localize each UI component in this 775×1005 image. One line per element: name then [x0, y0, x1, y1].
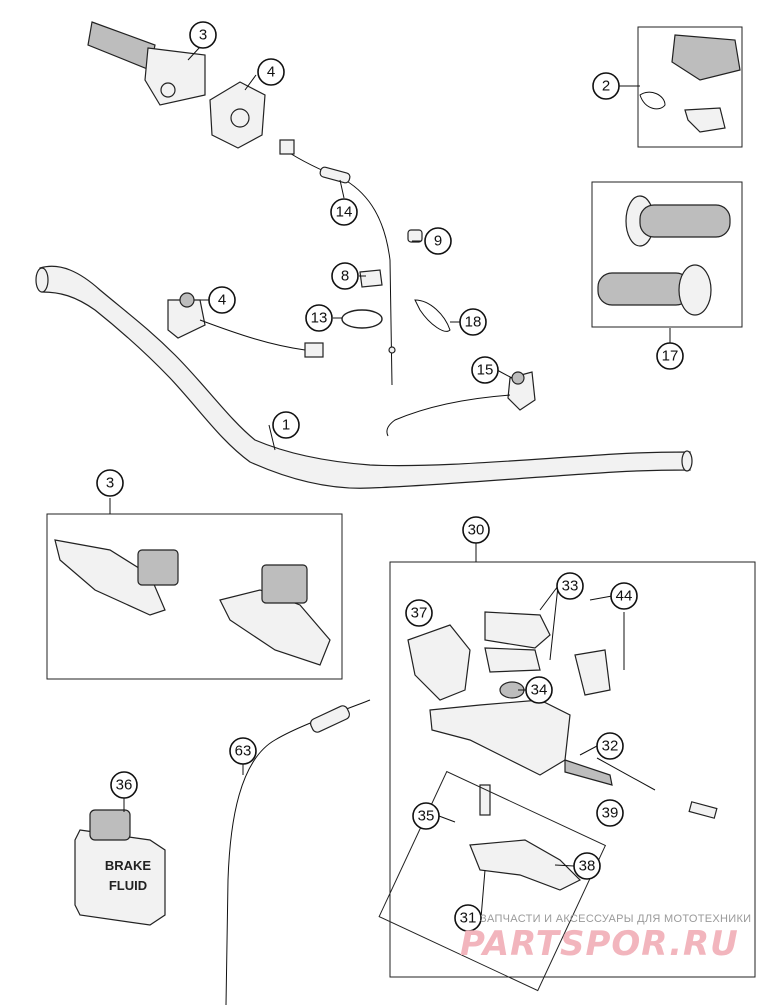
callout-35-number: 35 — [418, 808, 435, 825]
cable-clip — [359, 269, 383, 288]
grip-right — [597, 264, 712, 316]
callout-44-number: 44 — [616, 588, 633, 605]
callout-2-number: 2 — [602, 78, 610, 95]
clutch-cable — [225, 699, 371, 1005]
throttle-housing-part — [671, 34, 741, 81]
throttle-grip — [87, 21, 206, 106]
throttle-cable — [279, 139, 396, 386]
callout-3: 3 — [96, 469, 124, 497]
callout-44: 44 — [610, 582, 638, 610]
callout-18: 18 — [459, 308, 487, 336]
callout-10: 3 — [189, 21, 217, 49]
grip-left — [625, 195, 731, 247]
brake-fluid-bottle: BRAKE FLUID — [74, 809, 166, 926]
adjuster-screw — [564, 759, 613, 786]
box-grips — [591, 181, 743, 328]
callout-63: 63 — [229, 737, 257, 765]
callout-13-number: 13 — [311, 310, 328, 327]
callout-33: 33 — [556, 572, 584, 600]
callout-9-number: 9 — [434, 233, 442, 250]
callout-15: 15 — [471, 356, 499, 384]
callout-17-number: 17 — [662, 348, 679, 365]
callout-34-number: 34 — [531, 682, 548, 699]
callout-1: 1 — [272, 411, 300, 439]
cable-cap — [407, 229, 423, 243]
callout-10-number: 3 — [199, 27, 207, 44]
protection-cap — [407, 624, 471, 701]
callout-3-number: 3 — [106, 475, 114, 492]
o-ring — [341, 309, 383, 329]
watermark: ЗАПЧАСТИ И АКСЕССУАРЫ ДЛЯ МОТОТЕХНИКИ PA… — [460, 913, 751, 964]
start-button — [386, 371, 536, 437]
callout-8: 8 — [331, 262, 359, 290]
callout-4-number: 4 — [218, 292, 226, 309]
master-cylinder-body — [429, 699, 571, 776]
handguard-left — [54, 539, 166, 616]
callout-63-number: 63 — [235, 743, 252, 760]
callout-32-number: 32 — [602, 738, 619, 755]
callout-2: 2 — [592, 72, 620, 100]
callout-8-number: 8 — [341, 268, 349, 285]
callout-38-number: 38 — [579, 858, 596, 875]
watermark-tagline: ЗАПЧАСТИ И АКСЕССУАРЫ ДЛЯ МОТОТЕХНИКИ — [480, 913, 751, 925]
callout-37: 37 — [405, 599, 433, 627]
callout-17: 17 — [656, 342, 684, 370]
callout-9: 9 — [424, 227, 452, 255]
callout-30: 30 — [462, 516, 490, 544]
callout-39-number: 39 — [602, 805, 619, 822]
callout-4: 4 — [208, 286, 236, 314]
callout-15-number: 15 — [477, 362, 494, 379]
callout-33-number: 33 — [562, 578, 579, 595]
handlebar — [35, 265, 693, 489]
kill-switch — [167, 292, 324, 358]
callout-1-number: 1 — [282, 417, 290, 434]
callout-34: 34 — [525, 676, 553, 704]
box-lever-kit — [378, 770, 607, 992]
bottle-label-line1: BRAKE — [105, 858, 152, 873]
callout-38: 38 — [573, 852, 601, 880]
callout-32: 32 — [596, 732, 624, 760]
box-handguards — [46, 513, 343, 680]
callout-39: 39 — [596, 799, 624, 827]
handguard-mount-left — [137, 549, 179, 586]
lever-bolt — [479, 784, 491, 816]
spring-clip — [639, 91, 726, 133]
master-cylinder-cover — [484, 611, 551, 649]
callout-12-number: 4 — [267, 64, 275, 81]
callout-14: 14 — [330, 198, 358, 226]
bottle-label-line2: FLUID — [109, 878, 147, 893]
throttle-cover — [209, 81, 266, 149]
callout-36-number: 36 — [116, 777, 133, 794]
brake-lever — [469, 839, 582, 891]
box-throttle-parts — [637, 26, 743, 148]
callout-14-number: 14 — [336, 204, 353, 221]
callout-30-number: 30 — [468, 522, 485, 539]
leader-lines — [109, 46, 671, 919]
callout-35: 35 — [412, 802, 440, 830]
callout-18-number: 18 — [465, 314, 482, 331]
handlebar-clamp — [574, 649, 611, 696]
callout-31-number: 31 — [460, 910, 477, 927]
watermark-brand: PARTSPOR.RU — [460, 924, 739, 964]
callout-37-number: 37 — [411, 605, 428, 622]
callout-36: 36 — [110, 771, 138, 799]
cable-tie — [414, 299, 451, 332]
callout-13: 13 — [305, 304, 333, 332]
reservoir-gasket — [484, 647, 541, 673]
handguard-mount-right — [261, 564, 308, 604]
pin — [688, 801, 718, 819]
callout-31: 31 — [454, 904, 482, 932]
callout-12: 4 — [257, 58, 285, 86]
box-brake-master-cylinder — [389, 561, 756, 978]
